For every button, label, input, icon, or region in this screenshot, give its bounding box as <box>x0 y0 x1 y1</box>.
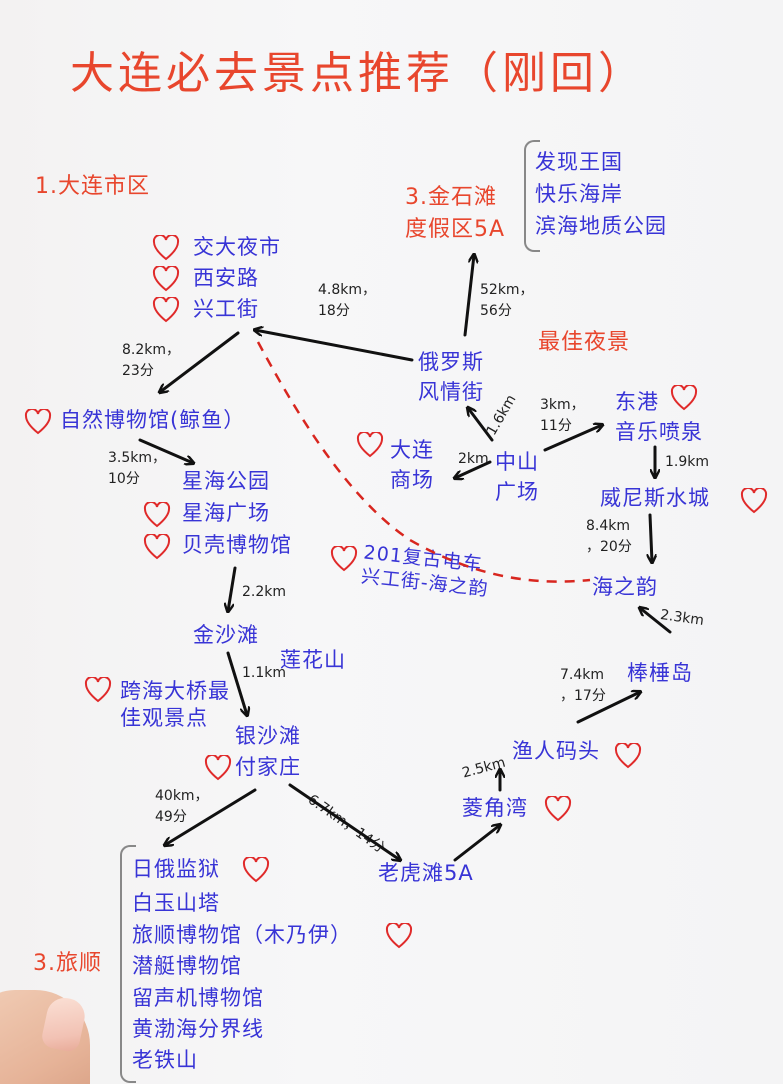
place-yinshatan: 银沙滩 <box>235 724 301 748</box>
arrow-jinshatan-to-yinshatan <box>226 651 247 715</box>
lushun-item: 白玉山塔 <box>132 891 220 915</box>
place-donggang: 东港 音乐喷泉 <box>615 390 703 445</box>
arrow-eluosi-to-xinggong <box>255 330 414 362</box>
place-bridge: 跨海大桥最 佳观景点 <box>120 679 230 731</box>
lushun-item: 老铁山 <box>132 1048 198 1072</box>
place-weinisi: 威尼斯水城 <box>600 486 710 510</box>
distance-label: 1.1km <box>242 665 287 681</box>
place-jinshatan: 金沙滩 <box>193 623 259 647</box>
heart-icon <box>330 546 358 572</box>
heart-icon <box>356 432 384 458</box>
place-laohutan: 老虎滩5A <box>378 861 474 885</box>
tram-dashed-route <box>256 341 591 583</box>
arrow-fujiazhuang-to-lushun <box>165 788 257 845</box>
place-lingjiaowan: 菱角湾 <box>462 796 528 820</box>
heart-icon <box>143 502 171 528</box>
heart-icon <box>152 235 180 261</box>
place-yuren: 渔人码头 <box>512 739 600 763</box>
arrow-fujiazhuang-to-laohutan <box>288 783 400 860</box>
place-haizhiyun: 海之韵 <box>592 575 658 599</box>
section-city: 1.大连市区 <box>35 174 150 199</box>
heart-icon <box>143 534 171 560</box>
arrow-beike-to-jinshatan <box>228 566 237 611</box>
arrow-weinisi-to-haizhiyun <box>650 513 652 562</box>
jinshitan-item: 快乐海岸 <box>535 182 623 206</box>
best-night-label: 最佳夜景 <box>538 330 631 355</box>
arrow-yuren-to-bangchui <box>576 692 640 724</box>
heart-icon <box>242 857 270 883</box>
page-title: 大连必去景点推荐（刚回） <box>70 48 646 99</box>
distance-label: 3.5km， 10分 <box>108 450 167 487</box>
distance-label: 3km， 11分 <box>540 397 585 434</box>
place-bangchui: 棒棰岛 <box>627 661 693 685</box>
arrow-zhongshan-to-donggang <box>543 425 602 452</box>
distance-label: 1.9km <box>665 454 710 470</box>
distance-label: 8.4km ，20分 <box>586 518 632 555</box>
arrow-laohutan-to-lingjiaowan <box>453 825 500 862</box>
heart-icon <box>544 796 572 822</box>
distance-label: 8.2km， 23分 <box>122 342 181 379</box>
distance-label: 4.8km， 18分 <box>318 282 377 319</box>
distance-label: 7.4km ，17分 <box>560 667 606 704</box>
place-beike: 贝壳博物馆 <box>182 533 292 557</box>
heart-icon <box>385 923 413 949</box>
place-zhongshan: 中山 广场 <box>495 450 539 505</box>
arrow-eluosi-to-jinshi <box>463 255 474 337</box>
place-lianhuashan: 莲花山 <box>280 648 346 672</box>
distance-label: 40km， 49分 <box>155 788 209 825</box>
place-eluosi: 俄罗斯 风情街 <box>418 350 484 405</box>
arrow-ziran-to-xinghai <box>138 438 193 463</box>
arrow-zhongshan-to-eluosi <box>468 408 494 442</box>
arrow-zhongshan-to-mall <box>455 460 492 478</box>
place-xian: 西安路 <box>193 266 259 290</box>
heart-icon <box>740 488 768 514</box>
place-fujiazhuang: 付家庄 <box>235 755 301 779</box>
distance-label: 52km， 56分 <box>480 282 534 319</box>
place-xinggong: 兴工街 <box>193 297 259 321</box>
place-ziran: 自然博物馆(鲸鱼） <box>60 408 246 432</box>
lushun-brace <box>120 845 136 1083</box>
distance-label: 2.2km <box>242 584 287 600</box>
lushun-item: 留声机博物馆 <box>132 986 264 1010</box>
heart-icon <box>24 409 52 435</box>
heart-icon <box>152 266 180 292</box>
lushun-item: 旅顺博物馆（木乃伊） <box>132 923 352 947</box>
lushun-item: 日俄监狱 <box>132 857 220 881</box>
heart-icon <box>204 755 232 781</box>
heart-icon <box>670 385 698 411</box>
distance-label: 2km <box>458 451 489 467</box>
arrow-xinggong-to-ziran <box>160 331 240 392</box>
lushun-item: 潜艇博物馆 <box>132 954 242 978</box>
place-xinghai-square: 星海广场 <box>182 501 270 525</box>
lushun-item: 黄渤海分界线 <box>132 1017 264 1041</box>
heart-icon <box>152 297 180 323</box>
heart-icon <box>614 743 642 769</box>
arrow-bangchui-to-haizhiyun <box>640 608 672 634</box>
jinshitan-brace <box>524 140 540 252</box>
jinshitan-item: 发现王国 <box>535 150 623 174</box>
section-jinshitan: 3.金石滩 度假区5A <box>405 185 506 242</box>
place-jiaoda: 交大夜市 <box>193 235 281 259</box>
jinshitan-item: 滨海地质公园 <box>535 214 667 238</box>
section-lushun: 3.旅顺 <box>33 951 102 976</box>
place-xinghai-park: 星海公园 <box>182 469 270 493</box>
place-dalian-mall: 大连 商场 <box>390 438 434 493</box>
heart-icon <box>84 677 112 703</box>
